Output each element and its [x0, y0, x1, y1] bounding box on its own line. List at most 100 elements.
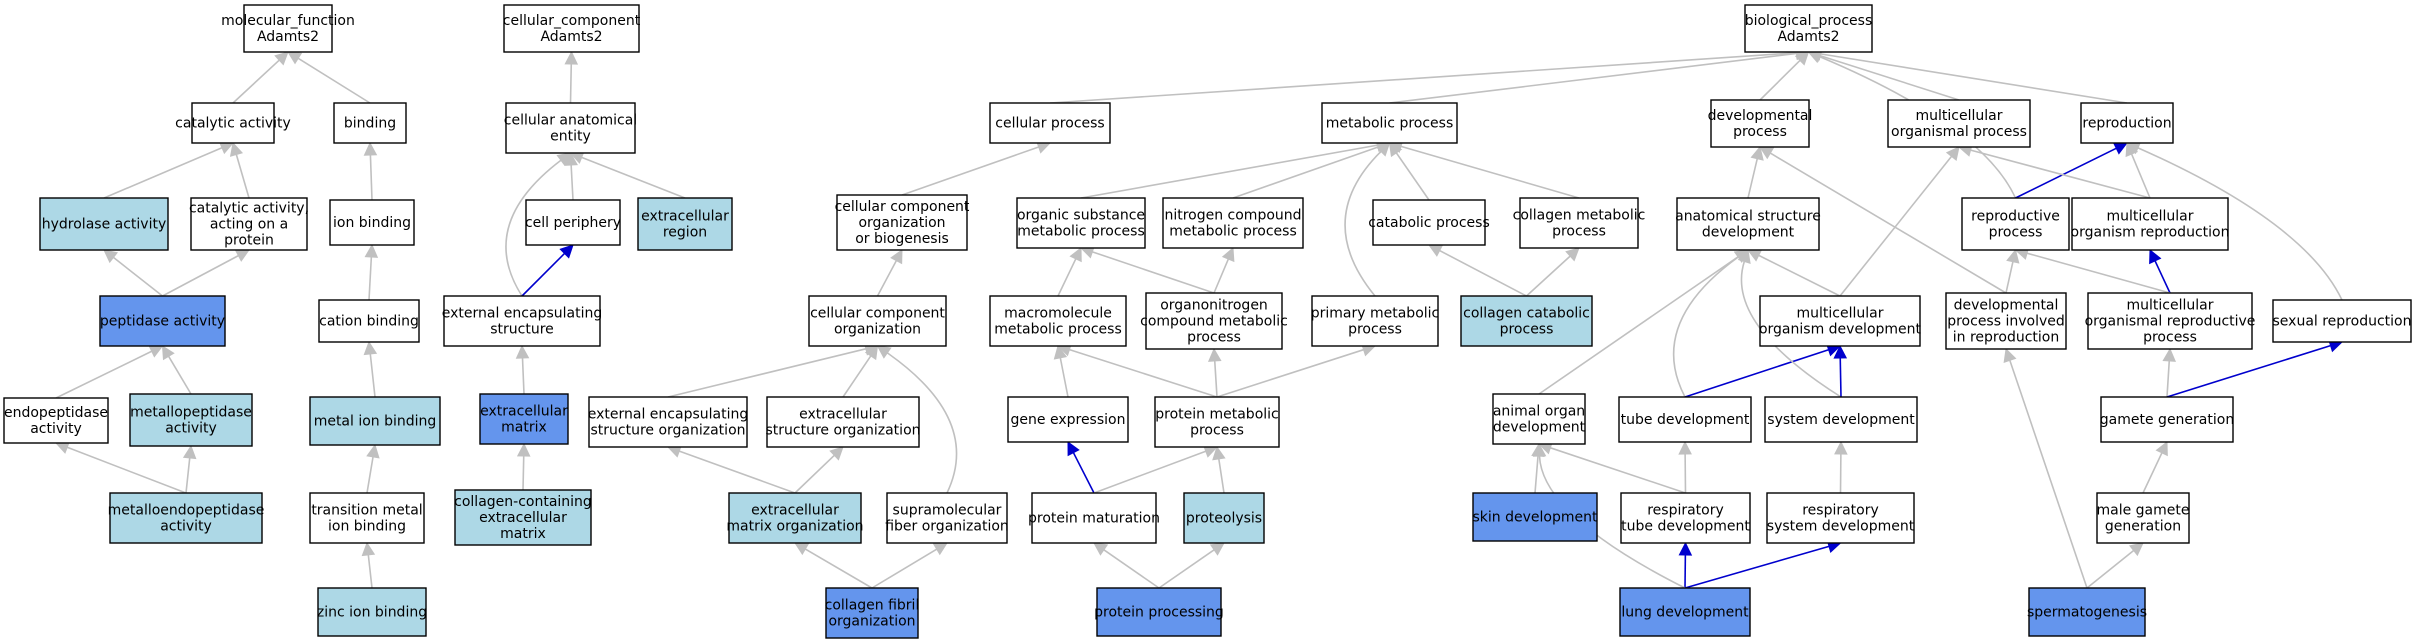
node-label-line: process — [1348, 321, 1402, 337]
node-label-line: transition metal — [311, 502, 422, 518]
node-box — [317, 587, 427, 637]
node-label-line: organism reproduction — [2071, 224, 2230, 240]
edge-extencs-to-cellper — [521, 244, 574, 297]
arrowhead — [161, 345, 175, 361]
arrowhead — [564, 50, 579, 65]
edge-line — [1213, 258, 1230, 294]
arrowhead — [1093, 542, 1109, 556]
edge-line — [297, 57, 371, 104]
edge-line — [2086, 549, 2135, 589]
node-label-line: fiber organization — [885, 518, 1009, 534]
node-label-line: organismal process — [1891, 124, 2027, 140]
arrowhead — [1209, 542, 1225, 556]
node-label-line: protein maturation — [1028, 510, 1160, 526]
edge-line — [876, 260, 898, 297]
node-label-line: gamete generation — [2100, 412, 2234, 428]
node-pept: peptidase activity — [99, 295, 226, 347]
edge-hydro-to-catact — [103, 141, 235, 199]
node-label-line: metabolic process — [1326, 115, 1454, 131]
edge-ionb-to-binding — [363, 141, 378, 201]
edge-collcat-to-collmet — [1525, 247, 1580, 297]
node-label-line: activity — [165, 420, 217, 436]
edge-line — [1232, 146, 1379, 199]
node-cellper: cell periphery — [525, 199, 621, 246]
edge-line — [1158, 549, 1215, 589]
node-box — [39, 197, 169, 251]
edge-line — [842, 355, 872, 398]
node-label-line: collagen catabolic — [1463, 305, 1590, 321]
node-box — [1321, 102, 1458, 144]
edge-catab-to-metab — [1388, 142, 1430, 201]
edge-line — [55, 350, 153, 399]
node-box — [886, 492, 1008, 544]
arrowhead — [515, 344, 530, 359]
arrowhead — [1532, 442, 1547, 457]
edge-line — [1538, 256, 1739, 395]
node-box — [129, 393, 253, 447]
node-ionb: ion binding — [329, 199, 415, 246]
edge-line — [1103, 549, 1160, 589]
edge-line — [679, 450, 796, 494]
arrowhead — [1212, 445, 1226, 461]
node-box — [1031, 492, 1157, 544]
node-label-line: organization — [834, 321, 921, 337]
edge-extencorg-to-cco — [667, 342, 879, 398]
edge-line — [1819, 54, 1960, 101]
arrowhead — [876, 345, 892, 359]
edge-line — [367, 554, 373, 589]
node-label-line: Adamts2 — [257, 29, 319, 45]
edge-line — [1057, 258, 1077, 297]
edge-line — [1820, 53, 2128, 104]
edge-multidev-to-anatdev — [1747, 249, 1841, 297]
node-label-line: animal organ — [1493, 403, 1585, 419]
edge-line — [1684, 348, 1829, 398]
edge-line — [804, 548, 873, 589]
arrowhead — [2003, 347, 2017, 364]
node-metab: metabolic process — [1321, 102, 1458, 144]
edge-collecm-to-ecm — [516, 442, 531, 491]
node-label-line: structure organization — [590, 422, 745, 438]
edge-reproproc-to-repro — [2015, 142, 2129, 199]
arrowhead — [229, 141, 244, 157]
edge-sysdev-to-multidev — [1833, 344, 1848, 398]
edge-collcat-to-catab — [1428, 244, 1527, 297]
arrowhead — [829, 446, 844, 461]
arrowhead — [516, 442, 531, 457]
node-label-line: development — [1493, 419, 1586, 435]
edge-extstruct-to-cco — [842, 345, 879, 398]
node-box — [2272, 299, 2412, 343]
arrowhead — [1833, 344, 1848, 359]
edge-multidev-to-multiorg — [1839, 146, 1960, 297]
node-label-line: biological_process — [1745, 13, 1873, 29]
node-label-line: organic substance — [1017, 207, 1145, 223]
node-label-line: ion binding — [333, 215, 411, 231]
node-label-line: catalytic activity, — [189, 200, 309, 216]
arrowhead — [1069, 246, 1082, 263]
arrowhead — [932, 542, 948, 556]
node-label-line: process — [1500, 321, 1554, 337]
edge-line — [2142, 452, 2163, 494]
edge-line — [2137, 147, 2343, 301]
edge-line — [521, 357, 525, 395]
node-label-line: skin development — [1473, 509, 1598, 525]
node-skindev: skin development — [1472, 492, 1598, 542]
node-box — [1759, 295, 1921, 347]
node-spermato: spermatogenesis — [2027, 587, 2147, 637]
edge-line — [1672, 256, 1739, 398]
node-label-line: multicellular — [1797, 305, 1884, 321]
edge-cationb-to-ionb — [364, 243, 379, 301]
arrowhead — [2155, 440, 2168, 457]
node-geneexp: gene expression — [1007, 396, 1129, 443]
node-box — [443, 295, 601, 347]
edge-line — [235, 154, 250, 199]
node-label-line: external encapsulating — [442, 305, 602, 321]
edge-collmet-to-metab — [1388, 139, 1580, 199]
arrowhead — [363, 340, 378, 356]
